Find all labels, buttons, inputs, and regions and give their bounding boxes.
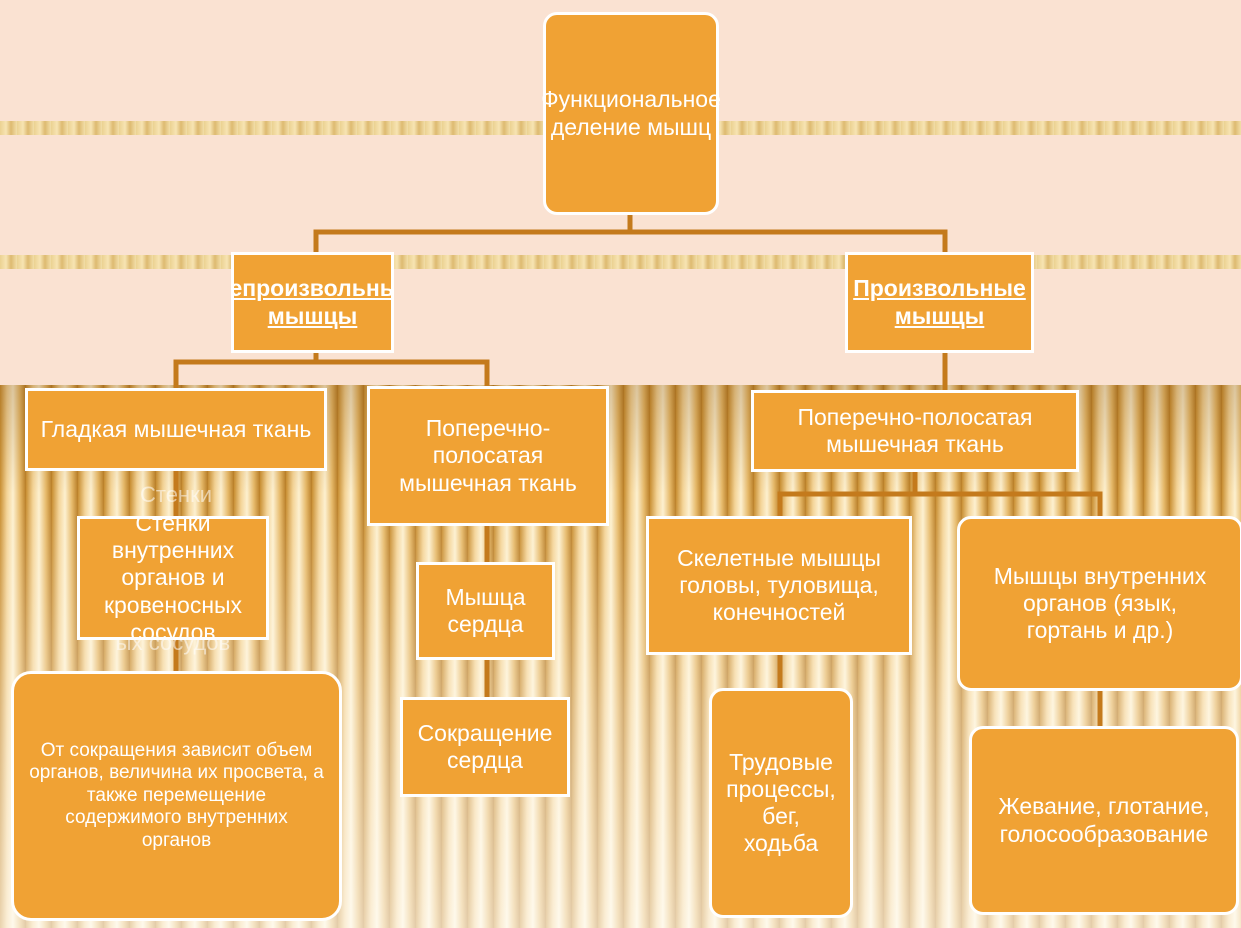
involuntary-label: Непроизвольные мышцы [231, 275, 391, 329]
striated-left-box: Поперечно-полосатая мышечная ткань [367, 386, 609, 526]
walls-box: Стенки внутренних органов и кровеносных … [77, 516, 269, 640]
voluntary-box: Произвольные мышцы [845, 252, 1034, 353]
root-box: Функциональное деление мышц [541, 12, 721, 215]
labor-label: Трудовые процессы, бег, ходьба [726, 748, 836, 857]
involuntary-box: Непроизвольные мышцы [231, 252, 394, 353]
walls-hidden-top: Стенки [139, 482, 212, 507]
internal-organs-label: Мышцы внутренних органов (язык, гортань … [993, 562, 1207, 644]
skeletal-label: Скелетные мышцы головы, туловища, конечн… [677, 544, 881, 626]
striated-left-label: Поперечно-полосатая мышечная ткань [399, 415, 577, 496]
skeletal-box: Скелетные мышцы головы, туловища, конечн… [646, 516, 912, 655]
heart-contraction-box: Сокращение сердца [400, 697, 570, 797]
smooth-tissue-box: Гладкая мышечная ткань [25, 388, 327, 471]
connector [777, 491, 1103, 518]
heart-muscle-box: Мышца сердца [416, 562, 555, 660]
smooth-effect-box: От сокращения зависит объем органов, вел… [11, 671, 342, 921]
internal-organs-box: Мышцы внутренних органов (язык, гортань … [957, 516, 1241, 691]
chewing-box: Жевание, глотание, голосообразование [969, 726, 1239, 915]
striated-right-label: Поперечно-полосатая мышечная ткань [797, 403, 1033, 457]
smooth-effect-label: От сокращения зависит объем органов, вел… [29, 739, 324, 851]
root-label: Функциональное деление мышц [541, 86, 721, 140]
labor-box: Трудовые процессы, бег, ходьба [709, 688, 853, 918]
heart-contraction-label: Сокращение сердца [417, 719, 553, 773]
voluntary-label: Произвольные мышцы [853, 275, 1026, 329]
smooth-tissue-label: Гладкая мышечная ткань [40, 415, 312, 442]
heart-muscle-label: Мышца сердца [445, 583, 526, 637]
chewing-label: Жевание, глотание, голосообразование [998, 793, 1210, 847]
connector [313, 229, 948, 253]
walls-label: Стенки внутренних органов и кровеносных … [103, 516, 243, 640]
striated-right-box: Поперечно-полосатая мышечная ткань [751, 390, 1079, 472]
walls-hidden-bottom: ых сосудов [115, 630, 231, 655]
connector [173, 359, 490, 388]
